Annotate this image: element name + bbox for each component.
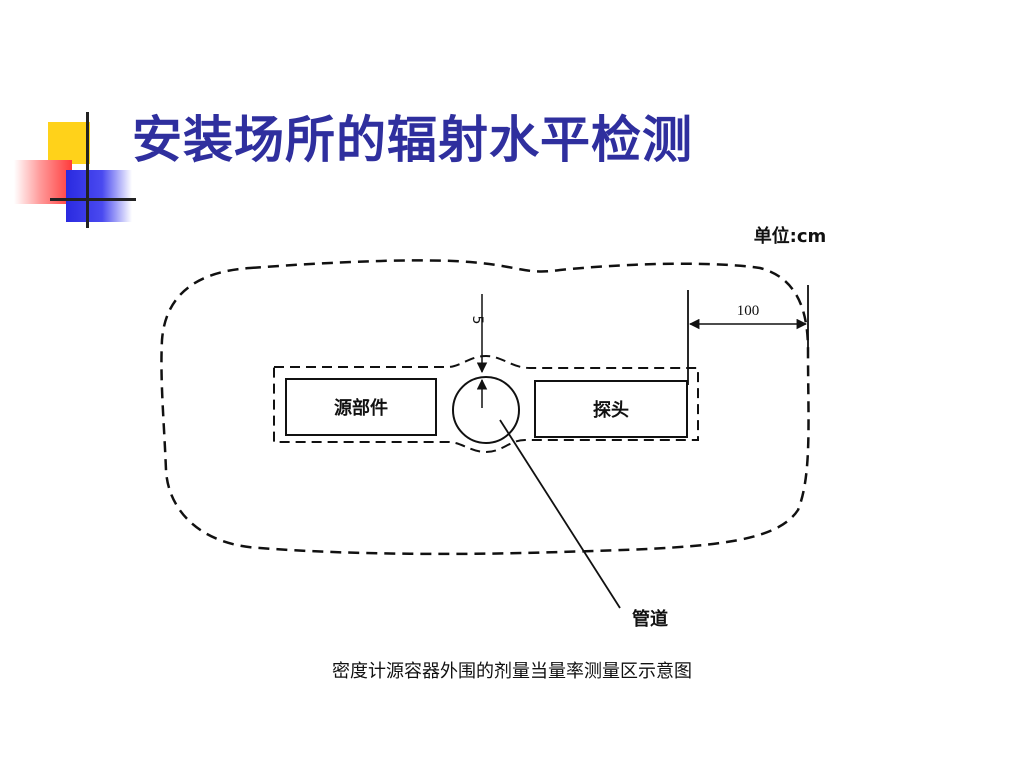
dim-right-label: 100 [737, 303, 760, 319]
probe-label: 探头 [593, 399, 629, 421]
diagram-caption: 密度计源容器外围的剂量当量率测量区示意图 [332, 661, 692, 682]
probe-box [534, 380, 688, 438]
inner-measurement-boundary [273, 354, 699, 454]
outer-measurement-boundary [160, 259, 810, 556]
source-component-label: 源部件 [334, 397, 388, 419]
dim-top-label: 5 [469, 316, 485, 325]
decor-blue-square [66, 170, 132, 222]
decor-vertical-line [86, 112, 89, 228]
pipe-leader-line [499, 419, 621, 609]
unit-label: 单位:cm [754, 225, 827, 247]
pipe-label: 管道 [632, 608, 668, 630]
source-component-box [285, 378, 437, 436]
pipe-circle [452, 376, 520, 444]
decor-yellow-square [48, 122, 90, 164]
decor-horizontal-line [50, 198, 136, 201]
decor-red-square [14, 160, 72, 204]
slide-title: 安装场所的辐射水平检测 [132, 111, 693, 169]
